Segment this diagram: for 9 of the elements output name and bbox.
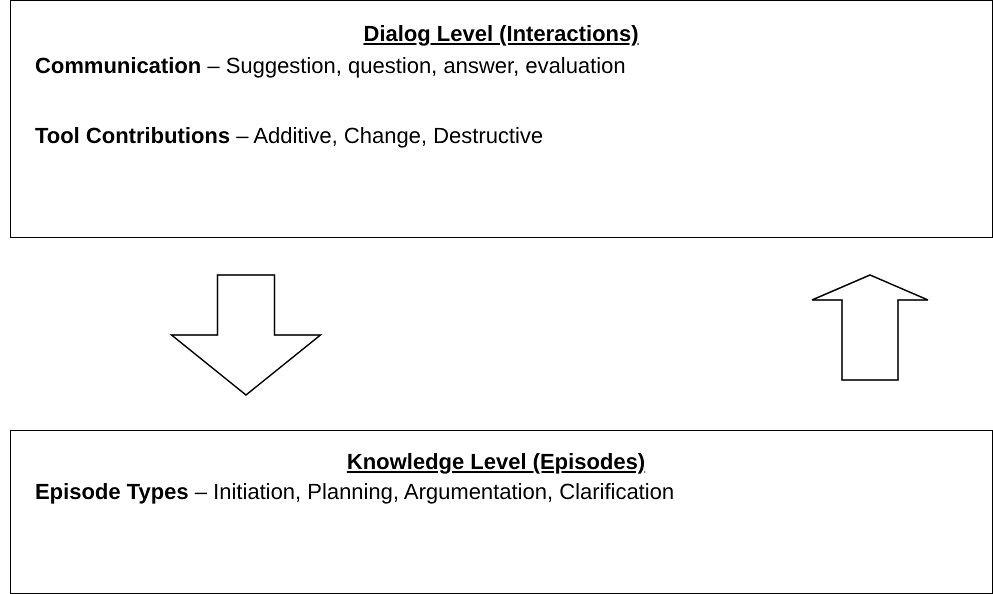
block-arrow bbox=[169, 274, 323, 396]
block-arrow bbox=[811, 274, 929, 381]
level-box bbox=[10, 430, 993, 594]
description-text: Tool Contributions – Additive, Change, Destructive bbox=[35, 122, 544, 150]
box-heading: Knowledge Level (Episodes) bbox=[346, 448, 646, 476]
description-text: Communication – Suggestion, question, answer, evaluation bbox=[35, 52, 627, 80]
description-text: Episode Types – Initiation, Planning, Argumentation, Clarification bbox=[35, 478, 675, 506]
level-box bbox=[10, 0, 993, 238]
box-heading: Dialog Level (Interactions) bbox=[362, 20, 640, 48]
